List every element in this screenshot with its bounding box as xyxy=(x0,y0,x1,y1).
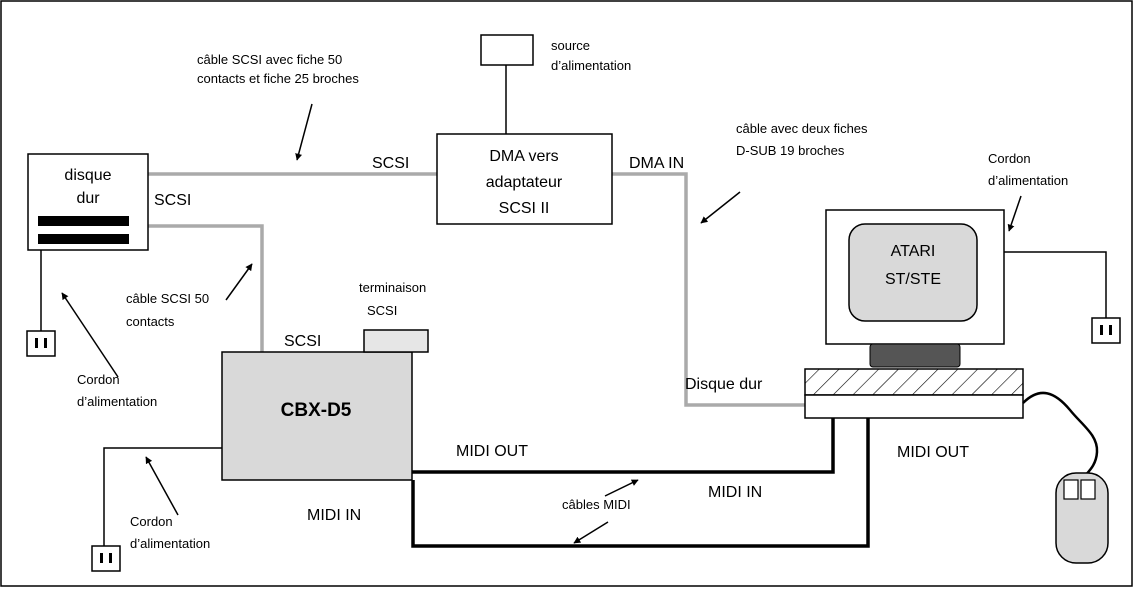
dma-in-port-label: DMA IN xyxy=(629,155,684,172)
scsi-cable-50-25-label-1: câble SCSI avec fiche 50 xyxy=(197,52,342,67)
power-cord-cbx xyxy=(103,447,222,547)
arrow-power-cord-cbx xyxy=(145,456,179,516)
cbx-d5-box xyxy=(221,351,413,481)
scsi-cable-disk-to-cbx xyxy=(148,224,264,352)
mouse-cable xyxy=(1022,391,1099,485)
dma-adapter-label-2: adaptateur xyxy=(486,174,563,191)
outlet-disk xyxy=(26,330,56,357)
midi-cables-label: câbles MIDI xyxy=(562,497,631,512)
atari-label-2: ST/STE xyxy=(885,271,941,288)
scsi-terminator-box xyxy=(363,329,429,353)
outlet-atari xyxy=(1091,317,1121,344)
scsi-cable-50-25-label-2: contacts et fiche 25 broches xyxy=(197,71,359,86)
hard-disk-label-1: disque xyxy=(64,167,111,184)
arrow-midi-cable-lower xyxy=(573,521,609,544)
power-cord-cbx-label-2: d’alimentation xyxy=(130,536,210,551)
atari-label-1: ATARI xyxy=(891,243,936,260)
hard-disk-slot-1 xyxy=(38,216,129,226)
scsi-cable-50-label-1: câble SCSI 50 xyxy=(126,291,209,306)
dma-cable-adapter-to-atari xyxy=(612,172,805,407)
power-cord-atari xyxy=(1004,251,1107,318)
arrow-midi-cable-upper xyxy=(604,479,639,497)
scsi-cable-50-label-2: contacts xyxy=(126,314,175,329)
midi-cable-atari-out-to-cbx-in xyxy=(411,418,870,548)
power-source-label-2: d’alimentation xyxy=(551,58,631,73)
atari-midi-out-label: MIDI OUT xyxy=(897,444,969,461)
atari-keyboard xyxy=(804,368,1024,396)
mouse-right-button xyxy=(1080,479,1096,500)
dma-adapter-label-3: SCSI II xyxy=(499,200,550,217)
power-cord-disk-label-2: d’alimentation xyxy=(77,394,157,409)
arrow-scsi-cable-top xyxy=(295,103,313,161)
terminator-label-1: terminaison xyxy=(359,280,426,295)
power-cords xyxy=(40,64,1107,547)
scsi-cables xyxy=(148,172,805,407)
annotation-arrows xyxy=(61,103,1022,544)
dsub-cable-label-2: D-SUB 19 broches xyxy=(736,143,845,158)
arrow-power-cord-atari xyxy=(1007,195,1022,232)
mouse-left-button xyxy=(1063,479,1079,500)
arrow-scsi-cable-50 xyxy=(225,263,253,301)
dsub-cable-label-1: câble avec deux fiches xyxy=(736,121,868,136)
power-source-box xyxy=(480,34,534,66)
power-cord-cbx-label-1: Cordon xyxy=(130,514,173,529)
arrow-power-cord-disk xyxy=(61,292,119,378)
arrow-dsub-cable xyxy=(700,191,741,224)
dma-scsi-adapter-box xyxy=(436,133,613,225)
midi-cables xyxy=(411,418,870,548)
atari-base xyxy=(804,394,1024,419)
atari-screen xyxy=(848,223,978,322)
cbx-d5-label: CBX-D5 xyxy=(281,400,352,421)
power-cord-disk-label-1: Cordon xyxy=(77,372,120,387)
hard-disk-label-2: dur xyxy=(76,190,100,207)
cbx-scsi-port-label: SCSI xyxy=(284,333,321,350)
cbx-midi-in-label: MIDI IN xyxy=(307,507,361,524)
outlet-cbx xyxy=(91,545,121,572)
hard-disk-slot-2 xyxy=(38,234,129,244)
atari-monitor-stand xyxy=(869,343,961,368)
disque-dur-port-label: Disque dur xyxy=(685,376,763,393)
power-source-label-1: source xyxy=(551,38,590,53)
adapter-scsi-port-label: SCSI xyxy=(372,155,409,172)
atari-midi-in-label: MIDI IN xyxy=(708,484,762,501)
cbx-midi-out-label: MIDI OUT xyxy=(456,443,528,460)
dma-adapter-label-1: DMA vers xyxy=(489,148,558,165)
power-cord-atari-label-2: d’alimentation xyxy=(988,173,1068,188)
terminator-label-2: SCSI xyxy=(367,303,397,318)
disk-scsi-port-label: SCSI xyxy=(154,192,191,209)
midi-cable-cbx-out-to-atari-in xyxy=(412,418,835,474)
power-cord-atari-label-1: Cordon xyxy=(988,151,1031,166)
